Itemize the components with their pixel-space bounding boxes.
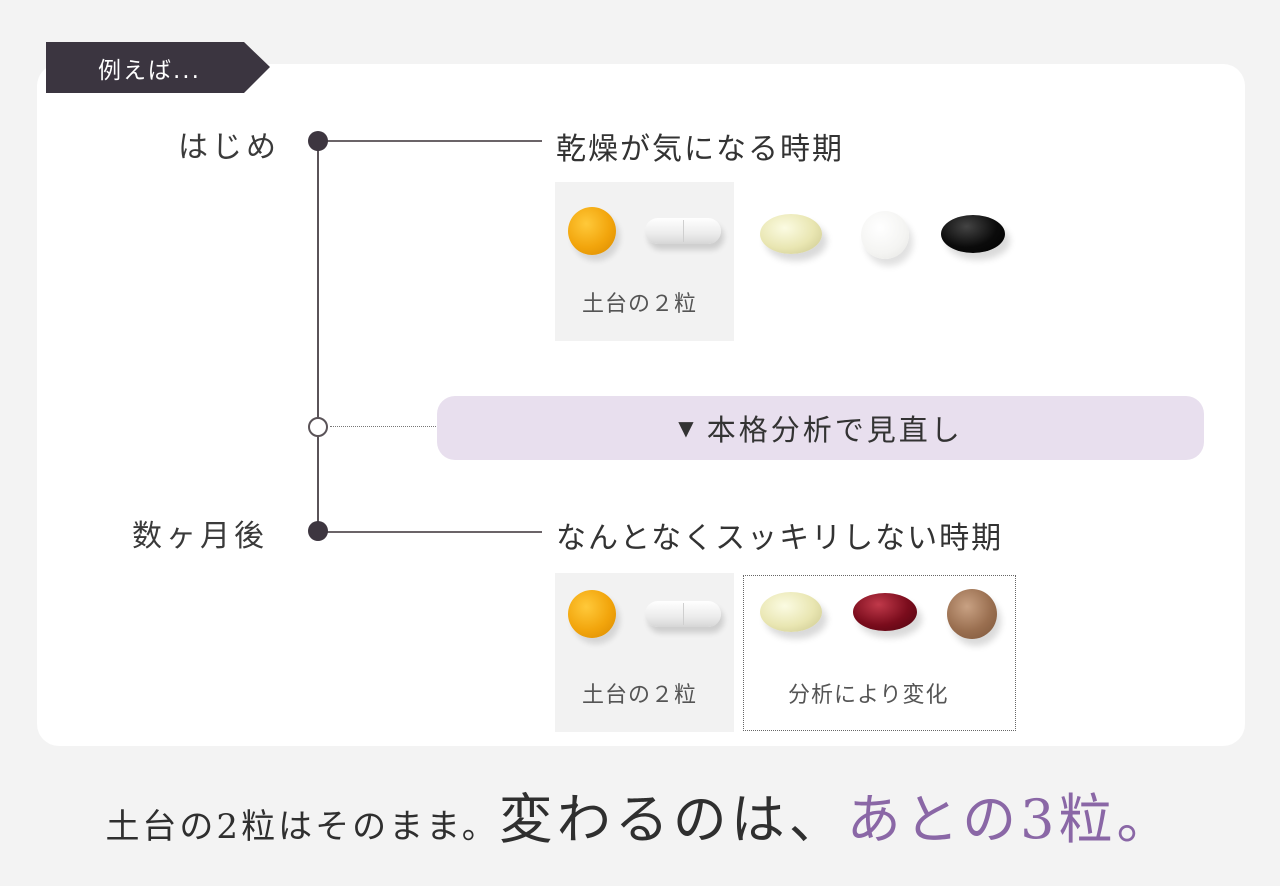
triangle-down-icon: ▼ [678,416,697,440]
review-banner: ▼ 本格分析で見直し [437,396,1204,460]
base-group-start-label: 土台の２粒 [582,292,698,317]
base-group-end-label: 土台の２粒 [582,683,698,708]
orange-tablet-icon [568,590,616,638]
clear-softgel-icon [760,214,822,254]
conclusion-part3: あとの3粒。 [846,788,1175,851]
variable-group [743,575,1016,731]
connector-end [318,531,542,533]
white-capsule-icon [645,218,721,244]
white-capsule-icon [645,601,721,627]
variable-group-label: 分析により変化 [788,683,949,708]
conclusion: 土台の2粒はそのまま。変わるのは、あとの3粒。 [0,775,1280,854]
red-softgel-icon [853,593,917,631]
start-period: 乾燥が気になる時期 [556,132,844,167]
clear-softgel-icon [760,592,822,632]
timeline-dot-start [308,131,328,151]
timeline-dot-end [308,521,328,541]
start-label: はじめ [178,130,280,165]
example-tag-label: 例えば... [98,57,201,84]
conclusion-part2: 変わるのは、 [498,788,847,851]
connector-middle [330,426,440,427]
orange-tablet-icon [568,207,616,255]
end-label: 数ヶ月後 [132,519,268,554]
review-banner-label: 本格分析で見直し [706,413,963,447]
conclusion-part1: 土台の2粒はそのまま。 [105,807,499,847]
end-period: なんとなくスッキリしない時期 [556,521,1004,556]
timeline-line [317,140,319,532]
timeline-ring-middle [308,417,328,437]
brown-tablet-icon [947,589,997,639]
white-tablet-icon [861,211,909,259]
connector-start [318,140,542,142]
example-tag: 例えば... [46,42,270,93]
black-softgel-icon [941,215,1005,253]
